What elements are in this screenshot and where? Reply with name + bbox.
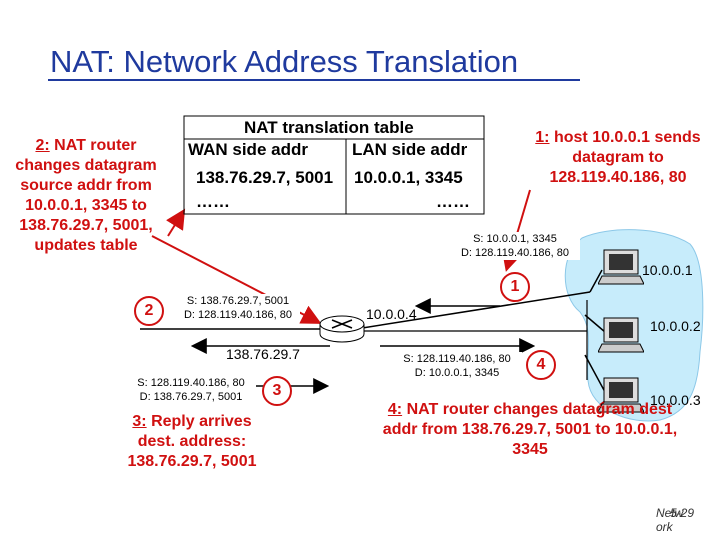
nat-table-row1-lan: 10.0.0.1, 3345 xyxy=(354,168,463,187)
packet2-src: S: 138.76.29.7, 5001 xyxy=(186,295,290,307)
host2-link xyxy=(584,314,606,333)
host-computer-icon xyxy=(598,249,644,285)
host1-link xyxy=(589,269,603,293)
packet1-src: S: 10.0.0.1, 3345 xyxy=(473,233,557,245)
host2-address: 10.0.0.2 xyxy=(650,318,701,334)
title-underline xyxy=(48,79,580,81)
host3-address: 10.0.0.3 xyxy=(650,392,701,408)
badge-step2: 2 xyxy=(134,296,164,326)
step4-text: NAT router changes datagram dest addr fr… xyxy=(382,401,678,458)
packet1-label: S: 10.0.0.1, 3345 D: 128.119.40.186, 80 xyxy=(450,232,580,260)
packet3-src: S: 128.119.40.186, 80 xyxy=(137,377,245,389)
step3-note: 3: Reply arrives dest. address: 138.76.2… xyxy=(114,412,270,472)
step3-number: 3: xyxy=(132,413,147,430)
step3-text: Reply arrives dest. address: 138.76.29.7… xyxy=(127,413,257,470)
packet2-label: S: 138.76.29.7, 5001 D: 128.119.40.186, … xyxy=(176,294,300,322)
nat-table-border xyxy=(183,115,485,215)
nat-table-row1-wan: 138.76.29.7, 5001 xyxy=(196,168,334,187)
badge-step3: 3 xyxy=(262,376,292,406)
packet4-label: S: 128.119.40.186, 80 D: 10.0.0.1, 3345 xyxy=(392,352,522,380)
host-computer-icon xyxy=(598,317,644,353)
footer-page-number: 5-29 xyxy=(670,506,695,520)
packet3-dst: D: 138.76.29.7, 5001 xyxy=(139,391,243,403)
router-icon xyxy=(319,315,365,343)
packet1-dst: D: 128.119.40.186, 80 xyxy=(460,247,570,259)
host3-link xyxy=(584,354,606,393)
nat-table-row2-lan: …… xyxy=(436,192,470,211)
slide-title: NAT: Network Address Translation xyxy=(50,44,519,79)
footer-line2: ork xyxy=(656,520,673,534)
badge-step4: 4 xyxy=(526,350,556,380)
step1-note: 1: host 10.0.0.1 sends datagram to 128.1… xyxy=(532,128,704,188)
lan-cable xyxy=(355,291,591,330)
host1-address: 10.0.0.1 xyxy=(642,262,693,278)
red-arrow-table xyxy=(166,208,186,237)
badge-step1: 1 xyxy=(500,272,530,302)
packet2-dst: D: 128.119.40.186, 80 xyxy=(183,309,293,321)
step2-number: 2: xyxy=(35,137,50,154)
host-computer-icon xyxy=(598,377,644,413)
router-wan-address: 138.76.29.7 xyxy=(226,346,300,362)
footer-label: Netw ork xyxy=(656,506,683,534)
step2-text: NAT router changes datagram source addr … xyxy=(15,137,157,254)
footer-line1: Netw xyxy=(656,506,684,520)
nat-table-heading: NAT translation table xyxy=(244,118,414,137)
nat-table-col-wan: WAN side addr xyxy=(188,140,308,159)
step4-number: 4: xyxy=(387,401,403,418)
step2-note: 2: NAT router changes datagram source ad… xyxy=(4,136,168,256)
router-lan-address: 10.0.0.4 xyxy=(366,306,417,322)
packet3-label: S: 128.119.40.186, 80 D: 138.76.29.7, 50… xyxy=(126,376,256,404)
nat-table-row2-wan: …… xyxy=(196,192,230,211)
packet4-src: S: 128.119.40.186, 80 xyxy=(403,353,511,365)
step4-note: 4: NAT router changes datagram dest addr… xyxy=(380,400,680,460)
packet4-dst: D: 10.0.0.1, 3345 xyxy=(414,367,500,379)
step1-number: 1: xyxy=(535,129,550,146)
nat-table-col-lan: LAN side addr xyxy=(352,140,468,159)
step1-text: host 10.0.0.1 sends datagram to 128.119.… xyxy=(549,129,701,186)
